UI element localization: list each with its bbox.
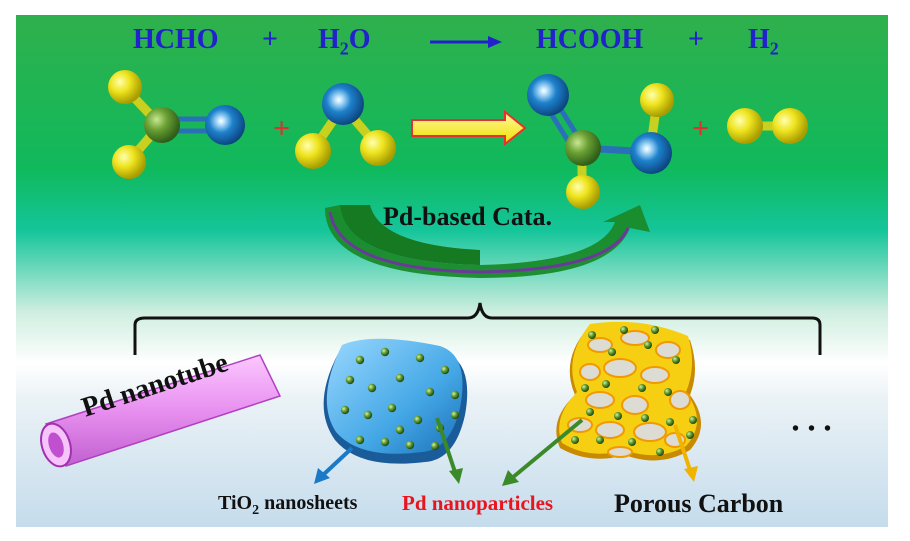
pd-nanoparticle bbox=[641, 414, 649, 422]
pd-nanoparticle bbox=[430, 441, 440, 451]
pd-nanoparticle bbox=[415, 353, 425, 363]
o-atom bbox=[322, 83, 364, 125]
c-atom bbox=[565, 130, 601, 166]
plus-sign-2: + bbox=[688, 24, 704, 55]
pd-nanoparticle bbox=[387, 403, 397, 413]
pd-nanoparticle bbox=[355, 355, 365, 365]
molecule-hcho bbox=[108, 70, 245, 179]
h-atom bbox=[566, 175, 600, 209]
porous-carbon-pointer-arrow bbox=[673, 424, 698, 482]
pd-nanoparticle bbox=[602, 380, 610, 388]
carbon-pore bbox=[603, 358, 637, 378]
pd-np-pointer-arrow-2 bbox=[502, 418, 584, 486]
pd-particle-group bbox=[340, 347, 460, 451]
o-atom bbox=[630, 132, 672, 174]
carbon-pore bbox=[633, 422, 667, 442]
red-plus-1: + bbox=[273, 112, 290, 145]
pd-nanoparticle bbox=[651, 326, 659, 334]
pd-nanoparticle bbox=[450, 390, 460, 400]
h-atom bbox=[640, 83, 674, 117]
pd-nanoparticle bbox=[395, 425, 405, 435]
pd-nanoparticle bbox=[363, 410, 373, 420]
porous-carbon-shape bbox=[556, 321, 701, 461]
grouping-brace bbox=[133, 302, 822, 355]
carbon-pore bbox=[607, 446, 633, 458]
o-atom bbox=[527, 74, 569, 116]
pd-nanoparticle bbox=[405, 440, 415, 450]
pd-nanoparticle bbox=[628, 438, 636, 446]
pd-nanoparticle bbox=[395, 373, 405, 383]
reactant-h2o: H2O bbox=[318, 24, 371, 59]
equation-arrow bbox=[430, 36, 502, 48]
carbon-pore bbox=[655, 341, 681, 359]
carbon-pore bbox=[587, 337, 613, 353]
pd-nanoparticle bbox=[380, 347, 390, 357]
catalyst-curved-arrow bbox=[325, 205, 650, 278]
pd-nanoparticle bbox=[571, 436, 579, 444]
carbon-pore bbox=[579, 363, 601, 381]
h-atom bbox=[112, 145, 146, 179]
product-h2: H2 bbox=[748, 24, 779, 59]
pd-nanoparticle bbox=[355, 435, 365, 445]
pd-nanoparticle bbox=[596, 436, 604, 444]
pd-nanoparticle bbox=[367, 383, 377, 393]
pd-nanoparticle bbox=[666, 418, 674, 426]
pd-nanoparticle bbox=[672, 356, 680, 364]
porous-carbon-label: Porous Carbon bbox=[614, 489, 784, 518]
molecule-h2 bbox=[727, 108, 808, 144]
carbon-pore bbox=[621, 395, 649, 415]
pd-nanoparticle bbox=[380, 437, 390, 447]
pd-nanoparticle bbox=[588, 331, 596, 339]
carbon-pore bbox=[640, 366, 670, 384]
plus-sign-1: + bbox=[262, 24, 278, 55]
pore-group bbox=[567, 330, 691, 458]
pd-nanoparticle bbox=[586, 408, 594, 416]
more-ellipsis: • • • bbox=[792, 418, 834, 440]
pd-nanoparticle bbox=[581, 384, 589, 392]
carbon-pore bbox=[585, 391, 615, 409]
pd-nanoparticle bbox=[689, 416, 697, 424]
tio2-pointer-arrow bbox=[314, 446, 354, 484]
pd-nanoparticle bbox=[450, 410, 460, 420]
product-hcooh: HCOOH bbox=[536, 24, 644, 55]
pd-nanoparticle bbox=[656, 448, 664, 456]
o-atom bbox=[205, 105, 245, 145]
carbon-pore bbox=[620, 330, 650, 346]
carbon-pore bbox=[595, 421, 625, 439]
h-atom bbox=[772, 108, 808, 144]
pd-nanotube-shape bbox=[40, 354, 282, 468]
reactant-hcho: HCHO bbox=[133, 24, 219, 55]
pd-nanoparticle bbox=[620, 326, 628, 334]
catalyst-label: Pd-based Cata. bbox=[383, 202, 553, 231]
pd-nanoparticle bbox=[638, 384, 646, 392]
pd-nanoparticles-label: Pd nanoparticles bbox=[402, 491, 554, 515]
pd-nanoparticle bbox=[425, 387, 435, 397]
pd-particle-group bbox=[571, 326, 697, 456]
carbon-pore bbox=[669, 390, 691, 410]
h-atom bbox=[108, 70, 142, 104]
pd-nanoparticle bbox=[686, 431, 694, 439]
h-atom bbox=[295, 133, 331, 169]
h-atom bbox=[727, 108, 763, 144]
pd-nanoparticle bbox=[614, 412, 622, 420]
pd-np-pointer-arrow-1 bbox=[435, 417, 463, 484]
pd-nanoparticle bbox=[644, 341, 652, 349]
pd-nanoparticle bbox=[340, 405, 350, 415]
pd-nanoparticle bbox=[440, 365, 450, 375]
pd-nanoparticle bbox=[608, 348, 616, 356]
pd-nanoparticle bbox=[413, 415, 423, 425]
h-atom bbox=[360, 130, 396, 166]
red-plus-2: + bbox=[692, 112, 709, 145]
pd-nanoparticle bbox=[345, 375, 355, 385]
tio2-nanosheet-shape bbox=[323, 338, 468, 464]
pd-nanoparticle bbox=[664, 388, 672, 396]
c-atom bbox=[144, 107, 180, 143]
reaction-arrow bbox=[411, 109, 527, 147]
tio2-nanosheets-label: TiO2 nanosheets bbox=[218, 492, 358, 518]
molecule-hcooh bbox=[527, 74, 674, 209]
molecule-h2o bbox=[295, 83, 396, 169]
